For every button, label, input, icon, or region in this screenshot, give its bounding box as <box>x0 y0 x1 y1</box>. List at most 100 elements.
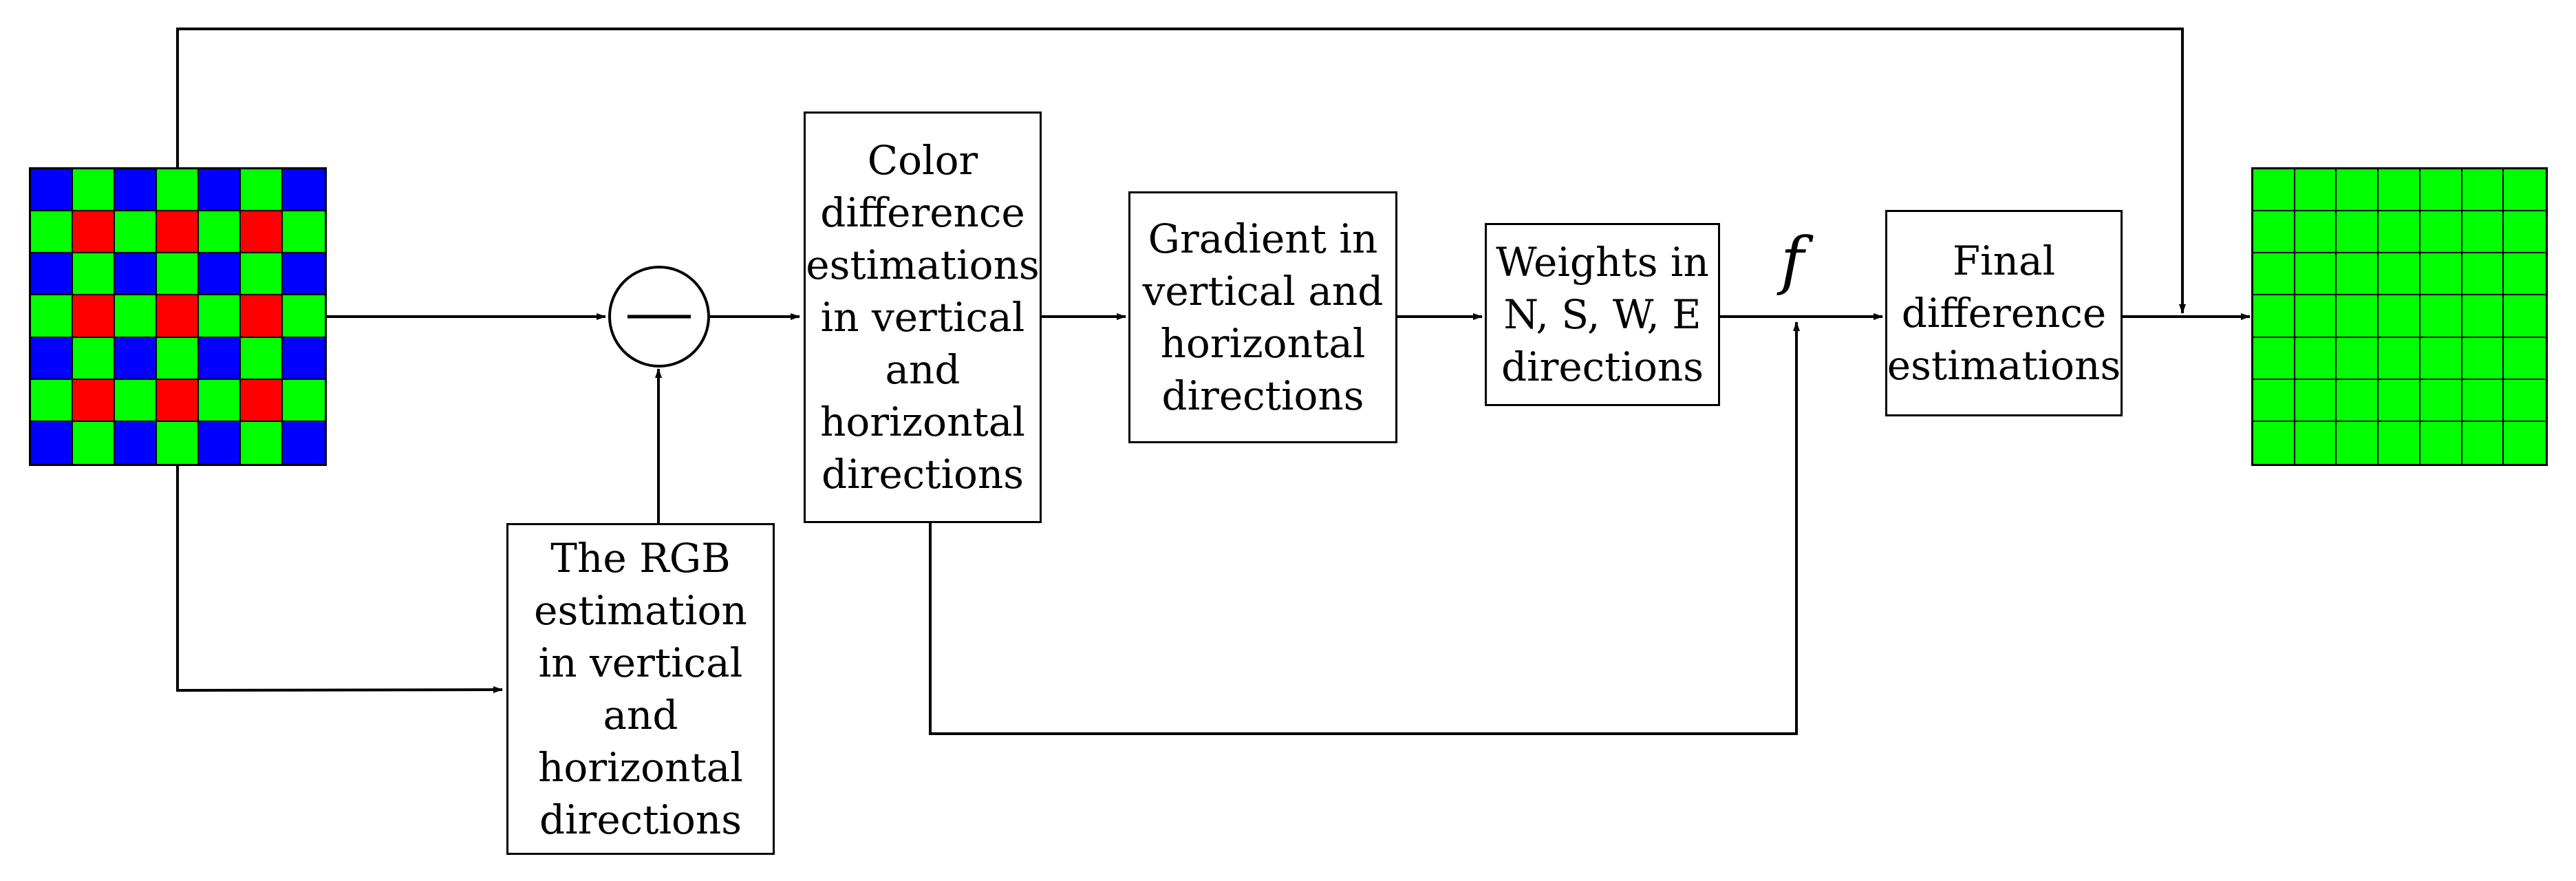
block-text-line: difference <box>1901 290 2107 337</box>
mosaic-cell <box>2337 337 2379 380</box>
block-text-line: directions <box>1501 343 1704 390</box>
mosaic-cell <box>31 295 73 338</box>
mosaic-cell <box>31 337 73 380</box>
mosaic-cell <box>2379 379 2421 422</box>
mosaic-cell <box>2379 211 2421 254</box>
mosaic-cell <box>157 295 199 338</box>
mosaic-cell <box>2295 253 2337 296</box>
mosaic-cell <box>73 169 115 212</box>
mosaic-cell <box>115 169 157 212</box>
mosaic-cell <box>115 211 157 254</box>
mosaic-cell <box>2337 253 2379 296</box>
mosaic-cell <box>2295 379 2337 422</box>
mosaic-cell <box>199 169 241 212</box>
mosaic-cell <box>2504 421 2546 464</box>
input-bayer-mosaic <box>29 167 327 466</box>
mosaic-cell <box>2337 169 2379 212</box>
mosaic-cell <box>241 211 283 254</box>
mosaic-cell <box>2504 337 2546 380</box>
mosaic-cell <box>241 379 283 422</box>
mosaic-cell <box>73 337 115 380</box>
mosaic-cell <box>2504 379 2546 422</box>
mosaic-cell <box>2295 295 2337 338</box>
mosaic-cell <box>2295 421 2337 464</box>
mosaic-cell <box>115 379 157 422</box>
block-text-line: and <box>603 692 678 739</box>
mosaic-cell <box>283 211 325 254</box>
mosaic-cell <box>157 169 199 212</box>
mosaic-cell <box>2337 295 2379 338</box>
mosaic-cell <box>2337 421 2379 464</box>
block-text-line: in vertical <box>538 639 743 686</box>
mosaic-cell <box>157 421 199 464</box>
mosaic-cell <box>2420 337 2462 380</box>
mosaic-cell <box>2337 379 2379 422</box>
block-text-line: horizontal <box>820 399 1025 445</box>
mosaic-cell <box>2253 295 2295 338</box>
block-text-line: estimations <box>1887 342 2121 389</box>
mosaic-cell <box>73 211 115 254</box>
mosaic-cell <box>2253 379 2295 422</box>
mosaic-cell <box>283 379 325 422</box>
mosaic-cell <box>157 337 199 380</box>
mosaic-cell <box>2379 169 2421 212</box>
mosaic-cell <box>2253 169 2295 212</box>
mosaic-cell <box>2337 211 2379 254</box>
mosaic-cell <box>115 421 157 464</box>
block-text-line: directions <box>1161 372 1364 419</box>
mosaic-cell <box>2420 211 2462 254</box>
mosaic-cell <box>73 295 115 338</box>
mosaic-cell <box>241 295 283 338</box>
mosaic-cell <box>2504 169 2546 212</box>
mosaic-cell <box>115 253 157 296</box>
mosaic-cell <box>199 253 241 296</box>
mosaic-cell <box>2253 337 2295 380</box>
block-text-line: difference <box>820 189 1025 236</box>
mosaic-cell <box>2420 379 2462 422</box>
mosaic-cell <box>2462 379 2504 422</box>
arrow-mosaic-bypass-to-output <box>176 28 2186 314</box>
mosaic-cell <box>2504 295 2546 338</box>
block-text-line: horizontal <box>1160 320 1366 367</box>
mosaic-cell <box>199 295 241 338</box>
arrow-mosaic-to-rgb-estimation <box>176 466 503 694</box>
mosaic-cell <box>73 253 115 296</box>
block-text-line: Gradient in <box>1148 215 1378 262</box>
mosaic-cell <box>2504 211 2546 254</box>
block-text-line: The RGB <box>550 535 731 582</box>
mosaic-cell <box>2295 169 2337 212</box>
mosaic-cell <box>2462 211 2504 254</box>
mosaic-cell <box>283 169 325 212</box>
mosaic-cell <box>2462 253 2504 296</box>
mosaic-cell <box>241 169 283 212</box>
mosaic-cell <box>2420 421 2462 464</box>
mosaic-cell <box>199 337 241 380</box>
mosaic-cell <box>115 295 157 338</box>
mosaic-cell <box>73 421 115 464</box>
mosaic-cell <box>2379 421 2421 464</box>
mosaic-cell <box>2462 421 2504 464</box>
mosaic-cell <box>2504 253 2546 296</box>
block-text-line: horizontal <box>538 744 743 791</box>
mosaic-cell <box>73 379 115 422</box>
output-green-mosaic <box>2251 167 2548 466</box>
mosaic-cell <box>241 253 283 296</box>
mosaic-cell <box>199 379 241 422</box>
mosaic-cell <box>157 253 199 296</box>
function-f-label: f <box>1781 224 1805 297</box>
mosaic-cell <box>2420 169 2462 212</box>
block-text-line: in vertical <box>820 294 1025 341</box>
mosaic-cell <box>2420 295 2462 338</box>
block-text-line: directions <box>539 796 742 843</box>
block-text-line: vertical and <box>1142 268 1384 315</box>
mosaic-cell <box>283 253 325 296</box>
mosaic-cell <box>2379 253 2421 296</box>
mosaic-cell <box>2462 295 2504 338</box>
mosaic-cell <box>241 421 283 464</box>
